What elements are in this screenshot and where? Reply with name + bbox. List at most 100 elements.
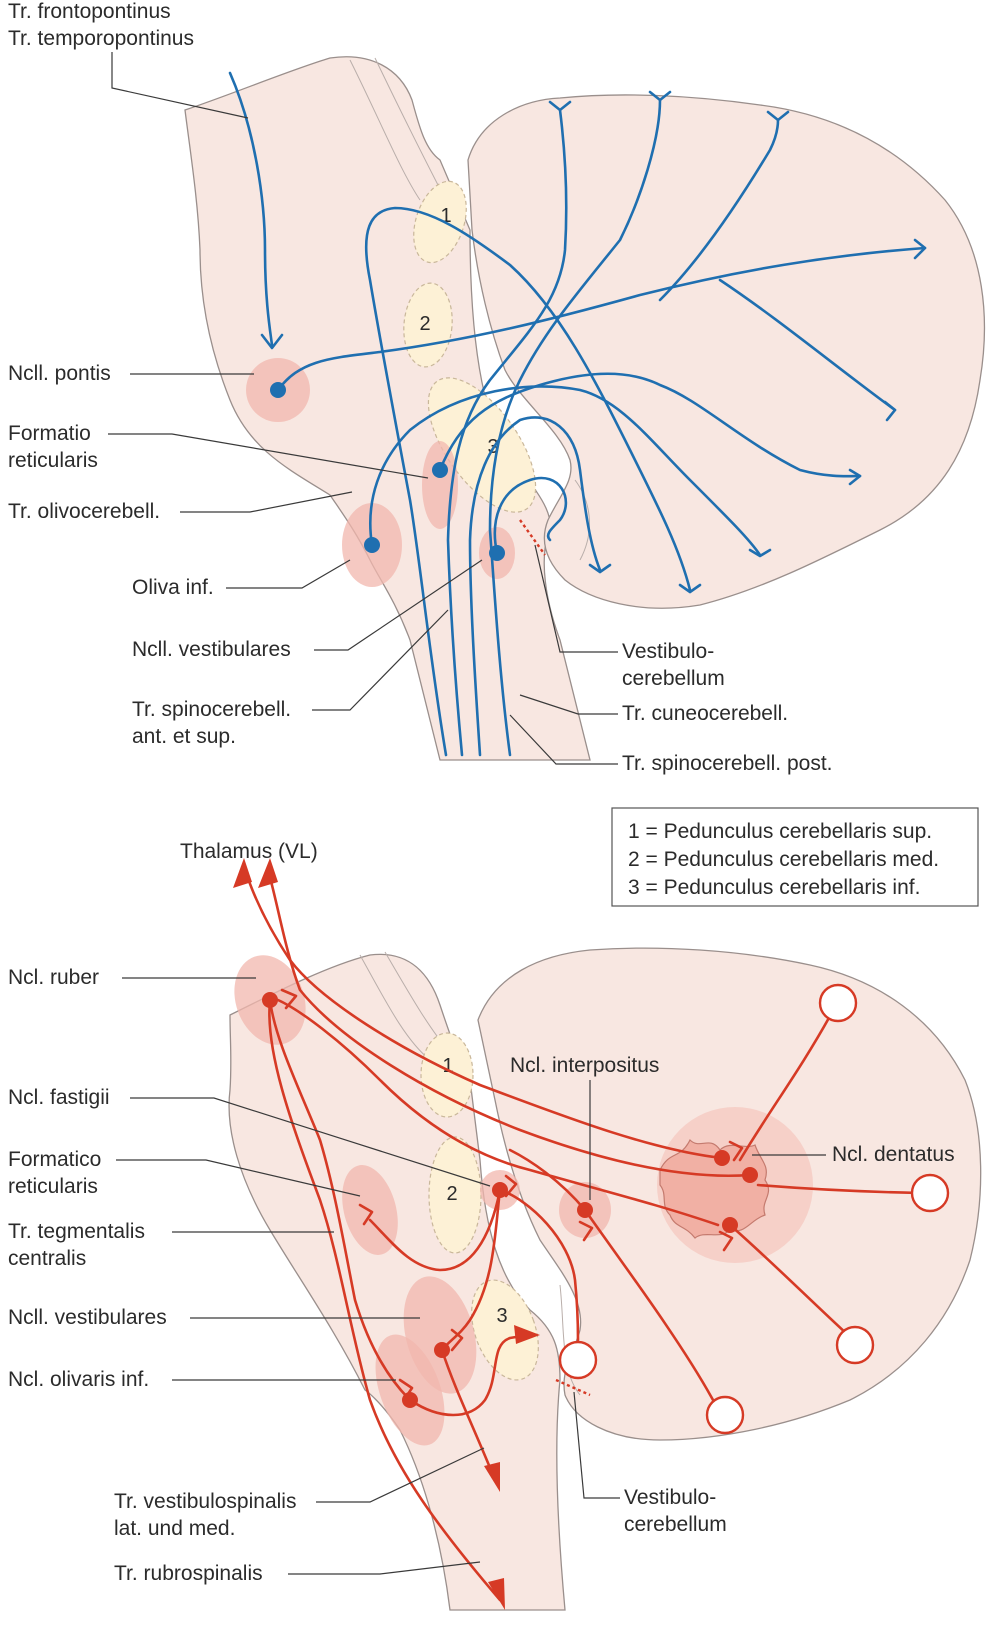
fork-up-2 — [548, 100, 572, 112]
posterior-spinocerebellar-fiber — [488, 98, 662, 757]
leader-formatico — [116, 1159, 361, 1197]
leader-vestibulocerebellum-top — [534, 544, 618, 653]
dentato-thalamic-2 — [266, 868, 752, 1178]
leader-tr-vestibulospinalis — [316, 1447, 485, 1503]
peduncle-1-number-bottom: 1 — [442, 1055, 453, 1077]
vestibulocerebellum-dash-top — [519, 519, 546, 556]
ncl-dentatus-nucleus — [659, 1138, 770, 1239]
ncl-fastigii-soma — [492, 1182, 508, 1198]
leader-ncl-fastigii — [130, 1097, 491, 1187]
synapse-tick-dentatus-2 — [718, 1230, 734, 1252]
vestibulospinal-tract — [440, 1348, 497, 1482]
vestibular-fiber — [493, 476, 568, 555]
branch-to-right-top — [658, 118, 780, 302]
reticular-fiber — [438, 372, 862, 478]
leader-tr-rubrospinalis — [288, 1561, 481, 1575]
peduncle-2-number-bottom: 2 — [446, 1183, 457, 1205]
formatio-reticularis-soma — [432, 462, 448, 478]
top-panel-afferents: 1 2 3 — [8, 0, 986, 775]
fork-down-3 — [588, 563, 612, 574]
label-tr-tegmentalis-2: centralis — [8, 1247, 86, 1270]
label-formatio-1: Formatio — [8, 422, 91, 445]
thalamus-arrow-1 — [233, 858, 252, 888]
dentato-thalamic-1 — [243, 868, 724, 1160]
fork-down-1 — [748, 548, 772, 558]
label-tr-spinocerebell-1: Tr. spinocerebell. — [132, 698, 291, 721]
label-tr-vestibulospinalis-2: lat. und med. — [114, 1517, 235, 1540]
branch-to-far-right — [718, 278, 897, 412]
label-tr-frontopontinus: Tr. frontopontinus — [8, 0, 171, 23]
cuneocerebellar-fiber — [468, 416, 602, 757]
ncll-vestibulares-soma — [489, 545, 505, 561]
peduncle-legend: 1 = Pedunculus cerebellaris sup. 2 = Ped… — [611, 807, 979, 907]
label-tr-spinocerebell-2: ant. et sup. — [132, 725, 236, 748]
brainstem-top-inner-line2 — [374, 57, 439, 186]
ncl-olivaris-soma — [402, 1392, 418, 1408]
fastigial-to-reticular — [368, 1188, 502, 1272]
label-ncl-olivaris-inf: Ncl. olivaris inf. — [8, 1368, 149, 1391]
legend-item-2: 2 = Pedunculus cerebellaris med. — [628, 848, 939, 871]
label-ncl-ruber: Ncl. ruber — [8, 966, 99, 989]
label-ncll-vestibulares-bottom: Ncll. vestibulares — [8, 1306, 167, 1329]
dentate-from-cortex-1 — [738, 1014, 832, 1162]
rubrospinal-arrow — [488, 1578, 505, 1610]
leader-spinocerebell-ant — [312, 609, 449, 711]
leader-spinocerebell-post — [509, 714, 618, 765]
label-formatico-2: reticularis — [8, 1175, 98, 1198]
leader-oliva-inf — [226, 559, 351, 589]
ncll-pontis-soma — [270, 382, 286, 398]
leader-frontopontinus — [111, 52, 249, 119]
label-vestibulo-bottom-2: cerebellum — [624, 1513, 727, 1536]
peduncle-1-top — [413, 180, 467, 264]
vestibulospinal-arrow — [484, 1462, 500, 1492]
purkinje-cell-right — [910, 1173, 950, 1213]
leader-formatio — [108, 433, 429, 479]
label-vestibulo-top-2: cerebellum — [622, 667, 725, 690]
leader-olivocerebell — [180, 491, 353, 513]
peduncle-1-bottom — [420, 1032, 474, 1118]
olivary-arrow — [514, 1325, 540, 1344]
brainstem-top-inner-line — [349, 59, 421, 201]
thalamus-arrow-2 — [258, 858, 278, 888]
dentate-from-cortex-2 — [756, 1183, 922, 1195]
label-formatico-1: Formatico — [8, 1148, 101, 1171]
ncl-ruber-soma — [262, 992, 278, 1008]
fork-right-3 — [883, 400, 897, 422]
fastigial-from-cortex — [498, 1188, 580, 1342]
synapse-tick-fastigii — [504, 1174, 518, 1198]
ncll-vestibulares-soma-bottom — [434, 1342, 450, 1358]
label-vestibulo-top-1: Vestibulo- — [622, 640, 714, 663]
frontopontine-fiber — [228, 71, 274, 347]
anterior-spinocerebellar-fiber — [446, 108, 568, 757]
label-formatio-2: reticularis — [8, 449, 98, 472]
legend-item-3: 3 = Pedunculus cerebellaris inf. — [628, 876, 920, 899]
ncl-interpositus-soma — [577, 1202, 593, 1218]
purkinje-cell-top-right — [818, 983, 858, 1023]
pontocerebellar-fiber — [276, 246, 927, 392]
brainstem-bottom-inner-line — [359, 954, 431, 1061]
synapse-tick-interpositus — [578, 1220, 594, 1242]
purkinje-cell-lower-right — [835, 1325, 875, 1365]
purkinje-cell-vestibulo — [558, 1340, 598, 1380]
label-tr-rubrospinalis: Tr. rubrospinalis — [114, 1562, 263, 1585]
synapse-tick-ruber — [280, 988, 298, 1010]
leader-vestibulocerebellum-bottom — [573, 1391, 620, 1499]
ncl-dentatus-soma-3 — [722, 1217, 738, 1233]
cerebellum-top-fold — [574, 479, 590, 561]
label-tr-spinocerebell-post: Tr. spinocerebell. post. — [622, 752, 833, 775]
ncl-dentatus-soma-2 — [742, 1167, 758, 1183]
dentate-from-cortex-3 — [728, 1223, 850, 1337]
purkinje-cell-bottom — [705, 1395, 745, 1435]
synapse-tick-vestibular — [450, 1328, 464, 1352]
fastigial-to-vestibular — [440, 1188, 502, 1352]
vestibulocerebellum-dash-bottom — [555, 1378, 591, 1397]
synapse-tick-reticular — [358, 1203, 374, 1226]
olivary-fiber — [369, 385, 762, 557]
label-ncl-interpositus: Ncl. interpositus — [510, 1054, 659, 1077]
label-ncll-pontis: Ncll. pontis — [8, 362, 111, 385]
label-vestibulo-bottom-1: Vestibulo- — [624, 1486, 716, 1509]
oliva-inf-soma — [364, 537, 380, 553]
interpositus-from-cortex — [583, 1208, 715, 1402]
label-tr-temporopontinus: Tr. temporopontinus — [8, 27, 194, 50]
